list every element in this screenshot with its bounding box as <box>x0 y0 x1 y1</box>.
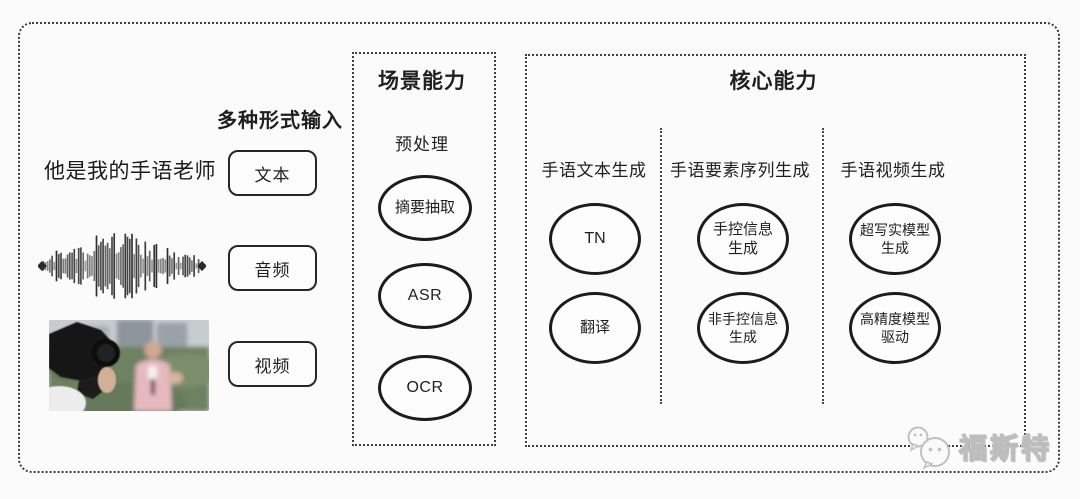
node-translation: 翻译 <box>549 292 641 364</box>
preprocessing-label: 预处理 <box>395 135 449 154</box>
node-manual-info-generation: 手控信息 生成 <box>697 203 789 275</box>
node-summary-extraction: 摘要抽取 <box>378 175 472 241</box>
outer-dashed-container <box>18 22 1060 473</box>
input-type-audio-label: 音频 <box>254 260 291 280</box>
node-non-manual-info-generation: 非手控信息 生成 <box>697 292 789 364</box>
node-high-precision-model-driving: 高精度模型 驱动 <box>849 292 941 364</box>
column-separator-1 <box>660 128 662 404</box>
input-type-text-label: 文本 <box>254 165 291 185</box>
audio-waveform-graphic <box>38 233 206 299</box>
input-type-audio-box: 音频 <box>228 245 317 291</box>
column-header-sign-video-generation: 手语视频生成 <box>840 161 946 180</box>
node-asr: ASR <box>378 263 472 329</box>
sample-sentence-text: 他是我的手语老师 <box>44 160 216 183</box>
video-thumbnail <box>49 320 209 411</box>
core-capability-box <box>525 54 1026 447</box>
wechat-icon <box>907 426 950 470</box>
input-type-video-box: 视频 <box>228 341 317 387</box>
node-ocr: OCR <box>378 355 472 421</box>
scene-capability-box <box>352 52 496 446</box>
node-tn: TN <box>549 203 641 275</box>
column-header-sign-element-sequence-generation: 手语要素序列生成 <box>670 161 810 180</box>
column-separator-2 <box>822 128 824 404</box>
input-type-text-box: 文本 <box>228 150 317 196</box>
node-hyperrealistic-model-generation: 超写实模型 生成 <box>849 203 941 275</box>
column-header-sign-text-generation: 手语文本生成 <box>541 161 647 180</box>
input-type-video-label: 视频 <box>254 356 291 376</box>
core-capability-title: 核心能力 <box>729 70 818 93</box>
input-section-label: 多种形式输入 <box>217 110 343 132</box>
watermark: 福斯特 <box>903 424 1052 470</box>
scene-capability-title: 场景能力 <box>378 70 466 93</box>
watermark-text: 福斯特 <box>958 432 1053 464</box>
camera-reporter-image <box>49 320 209 411</box>
